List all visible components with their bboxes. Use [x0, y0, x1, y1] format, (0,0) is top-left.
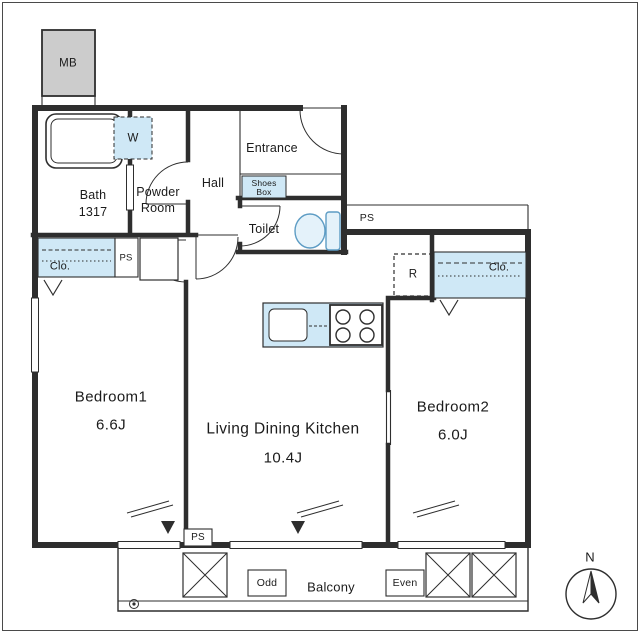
- sink-icon: [268, 308, 308, 342]
- odd-label: Odd: [256, 576, 278, 589]
- sash-marks: [126, 500, 460, 518]
- bedroom1-size-label: 6.6J: [96, 416, 126, 434]
- door-arcs: [143, 109, 345, 283]
- closet-right: [433, 251, 527, 317]
- drain-icon-center: [132, 602, 136, 606]
- bedroom1-balcony-window: [117, 541, 181, 549]
- ldk-door-arc: [195, 236, 239, 280]
- ps-bottom-label: PS: [191, 532, 205, 543]
- compass-icon: [565, 568, 617, 620]
- compass-north-label: N: [585, 549, 595, 565]
- stove-icon: [329, 304, 383, 346]
- hatch-box: [425, 552, 471, 598]
- drain-icon: [129, 599, 139, 609]
- hatch-box: [182, 552, 228, 598]
- ps-left-label: PS: [119, 252, 133, 264]
- toilet-door-arc: [239, 205, 281, 247]
- bath-size-label: 1317: [78, 204, 108, 219]
- meter-box: [41, 29, 96, 108]
- toilet-icon: [294, 211, 341, 251]
- kitchen-counter-icon: [262, 302, 384, 348]
- shoes-box-icon: [241, 175, 287, 199]
- powder-room-label-line2: Room: [140, 200, 176, 215]
- refrigerator-space: [393, 253, 433, 297]
- ldk-size-label: 10.4J: [263, 449, 303, 467]
- closet-right-label: Clo.: [488, 261, 510, 274]
- bedroom2-label: Bedroom2: [416, 398, 490, 416]
- ps-top-label: PS: [359, 211, 375, 224]
- bedroom2-balcony-window: [397, 541, 506, 549]
- closet-right-door-mark: [439, 299, 459, 317]
- bedroom2-size-label: 6.0J: [438, 426, 468, 444]
- washer-icon: [113, 116, 153, 160]
- bathtub-icon: [45, 113, 123, 169]
- entrance-door-arc: [299, 109, 345, 155]
- bath-label: Bath: [79, 187, 107, 202]
- balcony-label: Balcony: [307, 579, 355, 595]
- bedroom1-side-window: [31, 297, 39, 373]
- meter-box-label: MB: [59, 57, 77, 70]
- shoes-box-label-line2: Box: [256, 186, 272, 197]
- ps-bottom-box: [183, 528, 213, 547]
- closet-left-door-mark: [43, 279, 63, 297]
- hatch-box: [471, 552, 517, 598]
- balcony-outline: [117, 547, 529, 612]
- balcony-hatch-boxes: [182, 552, 517, 598]
- even-box: [385, 569, 425, 597]
- washer-label: W: [127, 132, 139, 145]
- bedroom1-label: Bedroom1: [74, 388, 148, 406]
- section-marker-triangles: [161, 521, 305, 534]
- washbasin-cabinet: [139, 237, 179, 281]
- hall-label: Hall: [201, 175, 225, 190]
- powder-room-label-line1: Powder: [136, 184, 180, 199]
- shoes-box-label-line1: Shoes: [251, 177, 277, 188]
- bath-door: [126, 164, 134, 211]
- ldk-label: Living Dining Kitchen: [206, 420, 360, 438]
- odd-box: [247, 569, 287, 597]
- refrigerator-label: R: [408, 268, 418, 281]
- ldk-balcony-window: [229, 541, 363, 549]
- powder-room-door-arc: [145, 161, 189, 205]
- ps-left-box: [114, 237, 139, 278]
- entrance-label: Entrance: [246, 140, 298, 155]
- windows: [31, 297, 506, 549]
- toilet-label: Toilet: [248, 221, 280, 236]
- closet-left-label: Clo.: [49, 260, 71, 273]
- even-label: Even: [392, 576, 418, 589]
